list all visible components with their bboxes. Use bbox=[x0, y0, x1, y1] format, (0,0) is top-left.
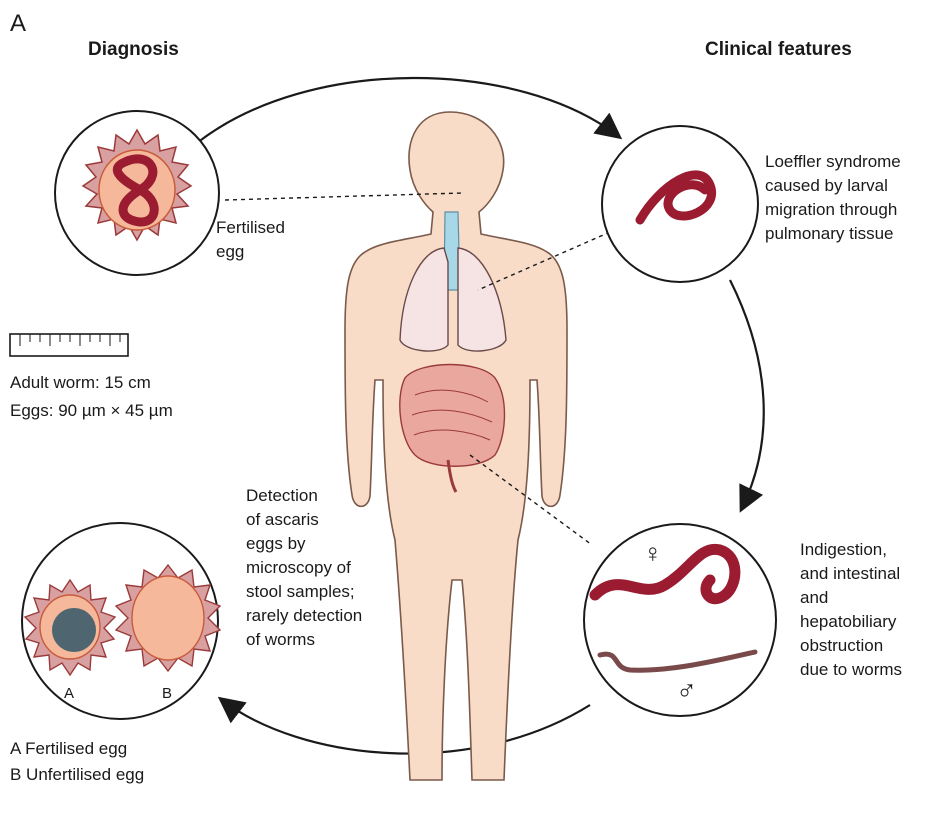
egg-a-letter: A bbox=[64, 682, 74, 706]
adult-worm-size: Adult worm: 15 cm bbox=[10, 371, 151, 395]
arrow-lungs-to-intestine bbox=[730, 280, 764, 508]
female-symbol-icon: ♀ bbox=[643, 538, 663, 568]
larva-circle bbox=[602, 126, 758, 282]
egg-size: Eggs: 90 µm × 45 µm bbox=[10, 399, 173, 423]
indigestion-text: Indigestion, and intestinal and hepatobi… bbox=[800, 538, 902, 682]
fertilised-egg-circle bbox=[55, 111, 219, 275]
egg-comparison-circle bbox=[22, 523, 220, 719]
fertilised-egg-label: Fertilised egg bbox=[216, 216, 285, 264]
detection-text: Detection of ascaris eggs by microscopy … bbox=[246, 484, 362, 652]
male-symbol-icon: ♂ bbox=[676, 676, 697, 706]
legend-unfertilised: B Unfertilised egg bbox=[10, 763, 144, 787]
loeffler-syndrome-text: Loeffler syndrome caused by larval migra… bbox=[765, 150, 901, 246]
ruler-icon bbox=[10, 334, 128, 356]
human-body bbox=[345, 112, 567, 780]
clinical-features-heading: Clinical features bbox=[705, 38, 852, 62]
panel-letter: A bbox=[10, 10, 26, 38]
arrow-diagnosis-to-lungs bbox=[197, 78, 618, 143]
diagnosis-heading: Diagnosis bbox=[88, 38, 179, 62]
legend-fertilised: A Fertilised egg bbox=[10, 737, 127, 761]
egg-b-letter: B bbox=[162, 682, 172, 706]
